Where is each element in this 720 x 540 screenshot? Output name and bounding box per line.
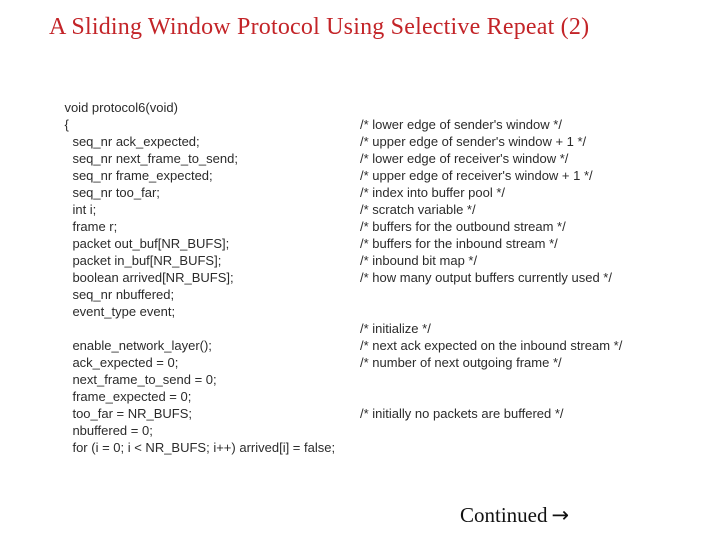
code-text: for (i = 0; i < NR_BUFS; i++) arrived[i]…: [72, 440, 336, 455]
continued-footer: Continued→: [460, 503, 569, 528]
code-text: packet out_buf[NR_BUFS];: [72, 236, 230, 251]
code-comment: /* lower edge of sender's window */: [360, 117, 562, 132]
code-line: {: [50, 99, 690, 132]
code-line: seq_nr ack_expected; /* lower edge of se…: [50, 116, 690, 149]
code-line: ack_expected = 0; /* next ack expected o…: [50, 337, 690, 370]
code-text: seq_nr nbuffered;: [72, 287, 175, 302]
code-text: seq_nr frame_expected;: [72, 168, 213, 183]
code-line: too_far = NR_BUFS;: [50, 388, 690, 421]
continued-label: Continued: [460, 503, 548, 527]
code-text: void protocol6(void): [64, 100, 178, 115]
code-comment: /* upper edge of sender's window + 1 */: [360, 134, 587, 149]
code-comment: /* how many output buffers currently use…: [360, 270, 612, 285]
code-line: event_type event;: [50, 286, 690, 319]
code-text: frame r;: [72, 219, 118, 234]
code-comment: /* upper edge of receiver's window + 1 *…: [360, 168, 593, 183]
code-text: boolean arrived[NR_BUFS];: [72, 270, 234, 285]
code-text: frame_expected = 0;: [72, 389, 192, 404]
code-comment: /* initially no packets are buffered */: [360, 406, 564, 421]
code-line: seq_nr next_frame_to_send; /* upper edge…: [50, 133, 690, 166]
code-line: packet in_buf[NR_BUFS]; /* buffers for t…: [50, 235, 690, 268]
code-line: void protocol6(void): [50, 82, 690, 115]
code-line: int i; /* index into buffer pool */: [50, 184, 690, 217]
code-text: int i;: [72, 202, 97, 217]
code-comment: /* inbound bit map */: [360, 253, 478, 268]
code-comment: /* lower edge of receiver's window */: [360, 151, 569, 166]
code-text: seq_nr too_far;: [72, 185, 160, 200]
code-text: next_frame_to_send = 0;: [72, 372, 217, 387]
code-line: nbuffered = 0; /* initially no packets a…: [50, 405, 690, 438]
code-line: for (i = 0; i < NR_BUFS; i++) arrived[i]…: [50, 422, 690, 455]
code-text: packet in_buf[NR_BUFS];: [72, 253, 222, 268]
code-line: packet out_buf[NR_BUFS]; /* buffers for …: [50, 218, 690, 251]
code-line: frame_expected = 0;: [50, 371, 690, 404]
code-line: seq_nr frame_expected; /* lower edge of …: [50, 150, 690, 183]
code-comment: /* next ack expected on the inbound stre…: [360, 338, 623, 353]
code-line: [50, 303, 690, 320]
code-text: nbuffered = 0;: [72, 423, 153, 438]
code-line: seq_nr too_far; /* upper edge of receive…: [50, 167, 690, 200]
code-comment: /* scratch variable */: [360, 202, 476, 217]
code-comment: /* buffers for the outbound stream */: [360, 219, 566, 234]
code-comment: /* number of next outgoing frame */: [360, 355, 562, 370]
code-text: seq_nr next_frame_to_send;: [72, 151, 238, 166]
code-comment: /* index into buffer pool */: [360, 185, 506, 200]
right-arrow-icon: →: [551, 503, 570, 527]
code-text: event_type event;: [72, 304, 176, 319]
code-text: too_far = NR_BUFS;: [72, 406, 193, 421]
code-line: frame r; /* scratch variable */: [50, 201, 690, 234]
code-line: boolean arrived[NR_BUFS]; /* inbound bit…: [50, 252, 690, 285]
code-line: enable_network_layer(); /* initialize */: [50, 320, 690, 353]
code-text: seq_nr ack_expected;: [72, 134, 200, 149]
code-block: void protocol6(void) { seq_nr ack_expect…: [50, 82, 690, 455]
page-title: A Sliding Window Protocol Using Selectiv…: [49, 14, 590, 40]
code-text: ack_expected = 0;: [72, 355, 179, 370]
code-line: seq_nr nbuffered; /* how many output buf…: [50, 269, 690, 302]
code-line: next_frame_to_send = 0; /* number of nex…: [50, 354, 690, 387]
code-comment: /* initialize */: [360, 321, 431, 336]
code-text: enable_network_layer();: [72, 338, 212, 353]
code-text: {: [64, 117, 69, 132]
code-comment: /* buffers for the inbound stream */: [360, 236, 558, 251]
